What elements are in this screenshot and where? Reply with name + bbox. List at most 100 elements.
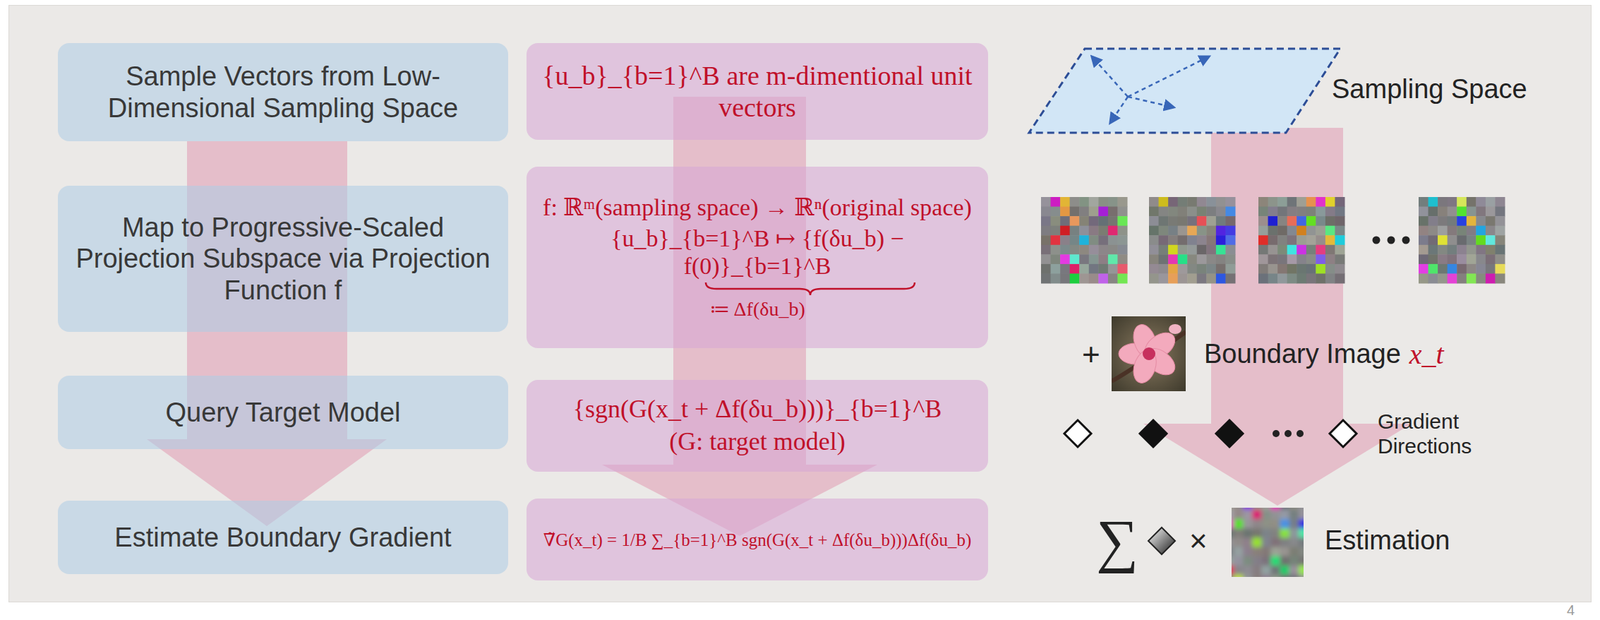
- image-background: [1111, 316, 1186, 392]
- noise-pixel: [1177, 273, 1188, 284]
- noise-pixel: [1206, 235, 1217, 245]
- noise-pixel: [1225, 225, 1236, 236]
- petal: [1129, 347, 1160, 387]
- noise-pixel: [1060, 254, 1070, 264]
- noise-pixel: [1206, 263, 1217, 274]
- noise-pixel: [1206, 273, 1217, 284]
- noise-pixel: [1298, 546, 1304, 557]
- noise-pixel: [1298, 556, 1304, 567]
- noise-pixel: [1456, 273, 1467, 284]
- page-number: 4: [1566, 602, 1575, 619]
- noise-pixel: [1306, 244, 1317, 255]
- noise-pixel: [1060, 225, 1070, 236]
- noise-pixel: [1466, 263, 1477, 274]
- ellipsis-dot: [1296, 429, 1304, 437]
- math-text: {u_b}_{b=1}^B are m-dimentional unit vec…: [540, 59, 974, 123]
- noise-pixel: [1287, 273, 1298, 284]
- noise-pixel: [1233, 565, 1244, 576]
- annotation-label: Boundary Image: [1204, 338, 1401, 370]
- noise-pixel: [1197, 235, 1207, 245]
- noise-pixel: [1060, 244, 1070, 255]
- noise-pixel: [1298, 518, 1304, 529]
- noise-pixel: [1098, 196, 1109, 207]
- noise-pixel: [1231, 518, 1235, 529]
- noise-pixel: [1197, 225, 1207, 236]
- noise-pixel: [1089, 244, 1099, 255]
- noise-pixel: [1306, 273, 1317, 284]
- noise-pixel: [1117, 215, 1128, 226]
- noise-pixel: [1271, 518, 1281, 529]
- noise-pixel: [1268, 225, 1279, 236]
- noise-pixel: [1050, 206, 1061, 217]
- noise-pixel: [1089, 273, 1099, 284]
- noise-pixel: [1437, 254, 1448, 264]
- noise-pixel: [1485, 206, 1496, 217]
- perturbation-image: [1418, 196, 1506, 284]
- noise-pixel: [1277, 273, 1288, 284]
- noise-pixel: [1108, 225, 1118, 236]
- noise-pixel: [1447, 206, 1458, 217]
- noise-pixel: [1456, 206, 1467, 217]
- noise-pixel: [1494, 254, 1505, 264]
- noise-pixel: [1287, 235, 1298, 245]
- noise-pixel: [1456, 263, 1467, 274]
- filled-diamond: [1139, 419, 1167, 447]
- math-text: {u_b}_{b=1}^B ↦ {f(δu_b) − f(0)}_{b=1}^B: [540, 224, 974, 281]
- noise-pixel: [1242, 574, 1253, 577]
- noise-pixel: [1271, 565, 1281, 576]
- noise-pixel: [1216, 263, 1226, 274]
- step-label: Map to Progressive-Scaled Projection Sub…: [71, 211, 495, 305]
- noise-pixel: [1252, 565, 1262, 576]
- noise-pixel: [1418, 206, 1429, 217]
- annotation-label: x_t: [1409, 338, 1445, 371]
- noise-pixel: [1187, 225, 1198, 236]
- noise-pixel: [1289, 574, 1300, 577]
- ellipsis-dot: [1272, 429, 1280, 437]
- noise-pixel: [1197, 254, 1207, 264]
- noise-pixel: [1466, 235, 1477, 245]
- label-anchor: 4: [1566, 602, 1575, 619]
- label-anchor: +: [1081, 336, 1101, 373]
- noise-pixel: [1334, 254, 1345, 264]
- noise-pixel: [1315, 244, 1326, 255]
- noise-pixel: [1287, 244, 1298, 255]
- noise-pixel: [1168, 254, 1178, 264]
- noise-pixel: [1475, 244, 1486, 255]
- ellipsis-dot: [1387, 236, 1396, 245]
- noise-pixel: [1306, 225, 1317, 236]
- noise-pixel: [1108, 196, 1118, 207]
- noise-pixel: [1315, 206, 1326, 217]
- noise-pixel: [1108, 206, 1118, 217]
- step-label: Sample Vectors from Low-Dimensional Samp…: [71, 60, 495, 123]
- perturbation-image: [1149, 196, 1236, 284]
- noise-pixel: [1437, 196, 1448, 207]
- noise-pixel: [1197, 215, 1207, 226]
- noise-pixel: [1197, 273, 1207, 284]
- noise-pixel: [1041, 244, 1051, 255]
- noise-pixel: [1466, 196, 1477, 207]
- noise-pixel: [1428, 263, 1439, 274]
- noise-pixel: [1089, 206, 1099, 217]
- noise-pixel: [1418, 215, 1429, 226]
- label-anchor: x_t: [1409, 338, 1445, 371]
- noise-pixel: [1158, 235, 1169, 245]
- noise-pixel: [1252, 509, 1262, 520]
- label-anchor: Boundary Image: [1204, 338, 1401, 370]
- noise-pixel: [1418, 235, 1429, 245]
- noise-pixel: [1418, 254, 1429, 264]
- noise-pixel: [1242, 509, 1253, 520]
- noise-pixel: [1079, 235, 1090, 245]
- noise-pixel: [1168, 273, 1178, 284]
- noise-pixel: [1206, 244, 1217, 255]
- noise-pixel: [1149, 244, 1159, 255]
- noise-pixel: [1233, 507, 1244, 511]
- noise-pixel: [1060, 273, 1070, 284]
- noise-pixel: [1315, 215, 1326, 226]
- noise-pixel: [1296, 215, 1307, 226]
- noise-pixel: [1069, 263, 1080, 274]
- label-anchor: ×: [1189, 522, 1208, 559]
- noise-pixel: [1437, 263, 1448, 274]
- noise-pixel: [1418, 273, 1429, 284]
- noise-pixel: [1117, 263, 1128, 274]
- noise-pixel: [1231, 509, 1235, 520]
